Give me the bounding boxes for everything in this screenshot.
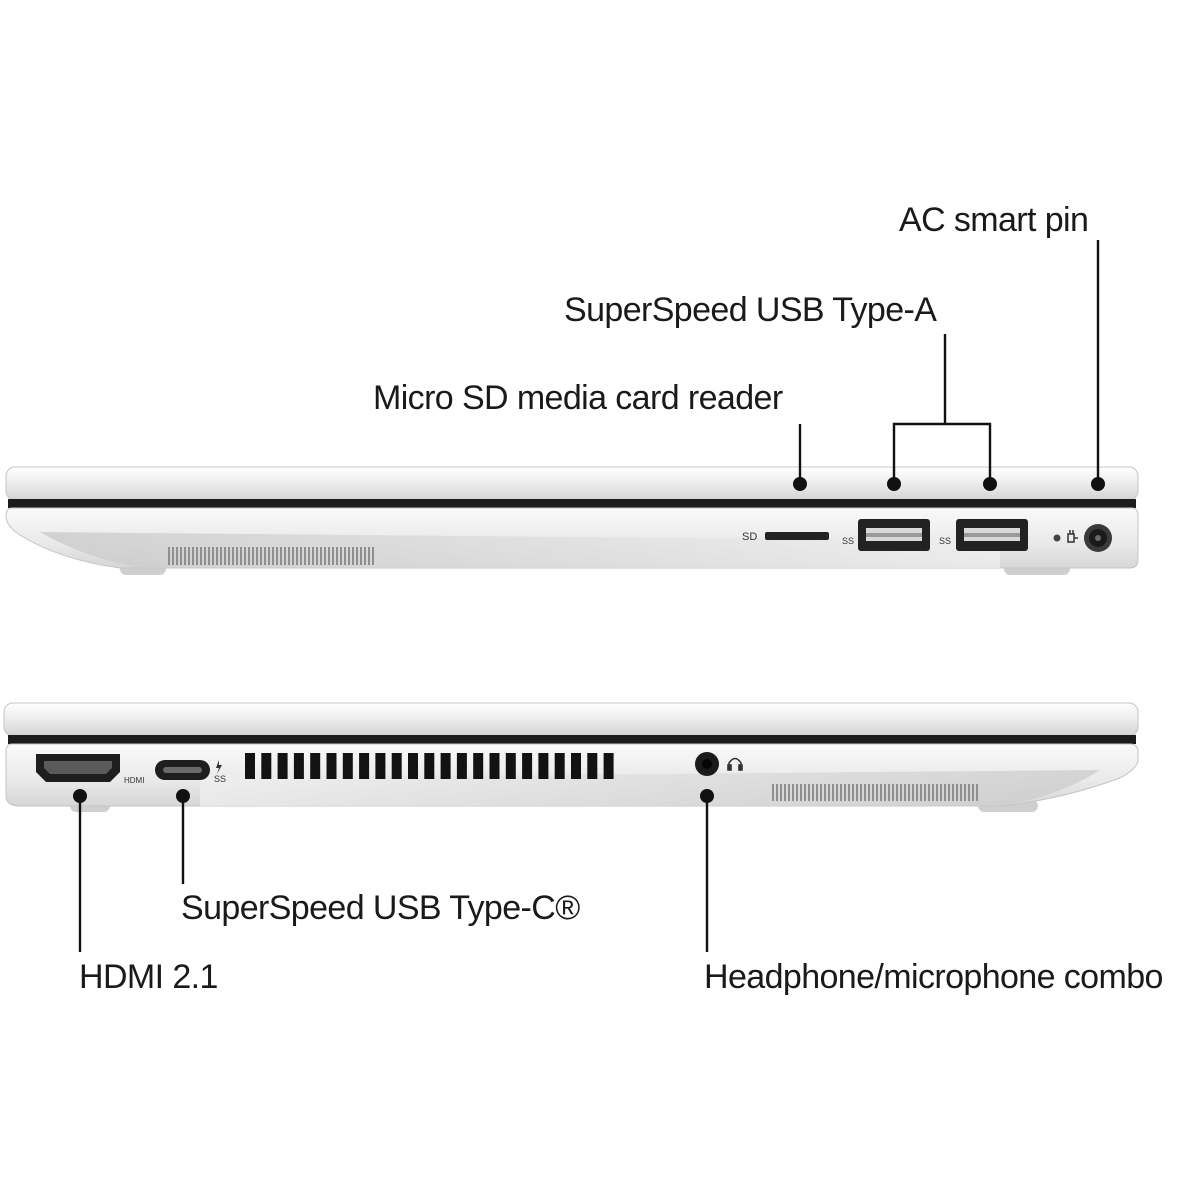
- callouts: [78, 240, 1100, 952]
- vent-slot: [473, 753, 484, 779]
- hdmi-marking: HDMI: [124, 776, 144, 785]
- vent-slot: [554, 753, 565, 779]
- callout-dot-hdmi: [73, 789, 87, 803]
- label-micro-sd-reader: Micro SD media card reader: [373, 379, 783, 417]
- vent-slot: [456, 753, 467, 779]
- callout-dot-micro-sd: [793, 477, 807, 491]
- callout-line-usb-a-bracket: [892, 422, 992, 484]
- vent-slot: [571, 753, 581, 779]
- label-headphone-mic-combo: Headphone/microphone combo: [704, 958, 1163, 996]
- vent-slot: [424, 753, 435, 779]
- ss-usb-c-marking: SS: [214, 774, 226, 784]
- vent-slot: [310, 753, 321, 779]
- callout-dot-usb-a-2: [983, 477, 997, 491]
- label-ac-smart-pin: AC smart pin: [899, 201, 1089, 239]
- vent-slot: [375, 753, 386, 779]
- label-superspeed-usb-type-c: SuperSpeed USB Type-C®: [181, 889, 580, 927]
- vent-slot: [277, 753, 288, 779]
- hinge-seam: [8, 735, 1136, 744]
- vent-slot: [261, 753, 272, 779]
- hinge-seam: [8, 499, 1136, 508]
- vent-slot: [505, 753, 516, 779]
- vent-slot: [326, 753, 337, 779]
- vent-slot: [522, 753, 533, 779]
- vent-slot: [342, 753, 353, 779]
- vent-slot: [538, 753, 549, 779]
- air-vent: [245, 753, 614, 779]
- vent-slot: [440, 753, 451, 779]
- speaker-grill: [770, 784, 978, 801]
- micro-sd-slot: [765, 532, 829, 540]
- vent-slot: [245, 753, 255, 779]
- vent-slot: [293, 753, 304, 779]
- laptop-right-side-view: SD SS SS: [5, 466, 1139, 575]
- vent-slot: [603, 753, 614, 779]
- speaker-grill: [166, 547, 374, 565]
- vent-slot: [408, 753, 418, 779]
- callout-dot-usb-c: [176, 789, 190, 803]
- ss-usb-marking-2: SS: [939, 536, 951, 546]
- vent-slot: [489, 753, 500, 779]
- vent-slot: [359, 753, 370, 779]
- thunderbolt-icon: [216, 760, 222, 774]
- charging-led: [1053, 534, 1061, 542]
- callout-dot-ac-pin: [1091, 477, 1105, 491]
- power-plug-icon: [1067, 530, 1078, 543]
- lid: [5, 466, 1139, 501]
- label-superspeed-usb-type-a: SuperSpeed USB Type-A: [564, 291, 937, 329]
- lid: [3, 702, 1139, 737]
- callout-dots: [73, 477, 1105, 803]
- ss-usb-marking-1: SS: [842, 536, 854, 546]
- callout-dot-usb-a-1: [887, 477, 901, 491]
- sd-marking: SD: [742, 531, 757, 543]
- laptop-left-side-view: HDMI SS: [3, 702, 1139, 812]
- label-hdmi: HDMI 2.1: [79, 958, 218, 996]
- headphone-icon: [727, 757, 743, 771]
- vent-slot: [391, 753, 402, 779]
- vent-slot: [587, 753, 598, 779]
- callout-dot-headphone: [700, 789, 714, 803]
